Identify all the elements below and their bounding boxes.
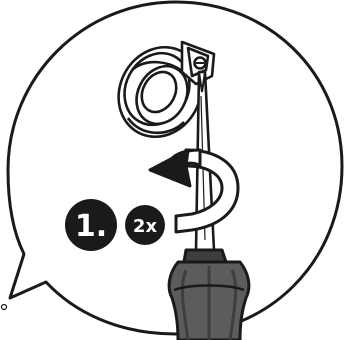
- repeat-count: 2x: [133, 216, 158, 237]
- step-number: 1.: [75, 209, 107, 244]
- repeat-badge: 2x: [125, 205, 165, 245]
- screwdriver-handle: [169, 250, 249, 340]
- step-badge: 1.: [65, 199, 117, 251]
- tail-dot: [2, 305, 7, 310]
